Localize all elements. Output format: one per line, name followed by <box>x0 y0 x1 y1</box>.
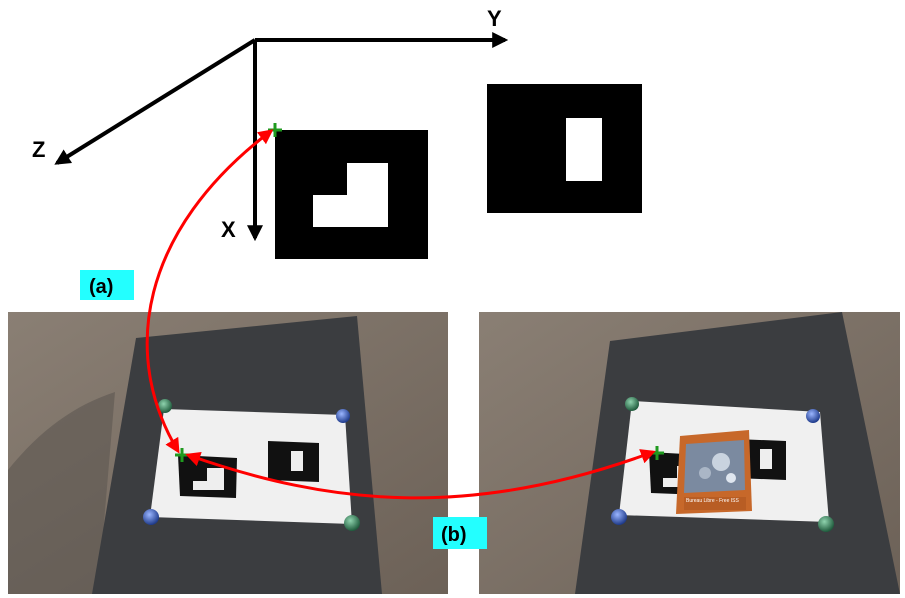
right-camera-frame: Bureau Libre - Free ISS <box>479 312 900 594</box>
pin-bottom-right <box>344 515 360 531</box>
pin-bottom-left <box>611 509 627 525</box>
coordinate-axes: Y X Z <box>32 6 509 242</box>
label-a-text: (a) <box>89 276 113 298</box>
left-camera-frame <box>8 312 448 594</box>
y-axis-label: Y <box>487 6 502 31</box>
x-axis-label: X <box>221 217 236 242</box>
pin-top-right <box>806 409 820 423</box>
marker-left <box>275 130 428 259</box>
marker-right <box>487 84 642 213</box>
pin-bottom-right <box>818 516 834 532</box>
card-title: Bureau Libre - Free ISS <box>686 498 739 504</box>
pin-top-left <box>625 397 639 411</box>
virtual-card: Bureau Libre - Free ISS <box>676 430 752 514</box>
pin-bottom-left <box>143 509 159 525</box>
arrow-a <box>145 129 274 454</box>
label-b-text: (b) <box>441 524 467 546</box>
z-axis-label: Z <box>32 137 45 162</box>
arrow-b <box>185 449 656 500</box>
z-axis-arrow <box>54 38 257 165</box>
marker-right-small <box>268 441 319 482</box>
label-a: (a) <box>80 270 134 300</box>
label-b: (b) <box>433 517 487 549</box>
pin-top-right <box>336 409 350 423</box>
